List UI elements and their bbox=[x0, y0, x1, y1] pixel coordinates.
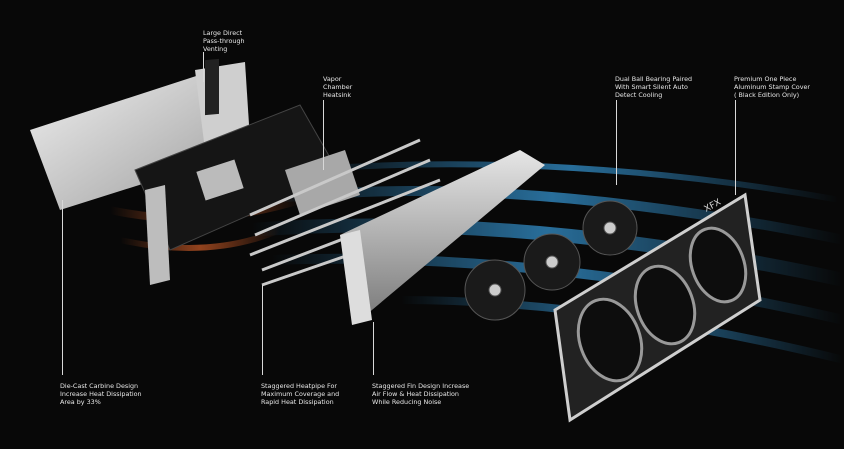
fin-stack bbox=[340, 150, 545, 320]
backplate bbox=[30, 65, 250, 210]
callout-line-venting bbox=[203, 52, 204, 82]
callout-line-heatpipe bbox=[262, 285, 263, 375]
callout-venting: Large Direct Pass-through Venting bbox=[203, 29, 245, 53]
callout-cover: Premium One Piece Aluminum Stamp Cover (… bbox=[734, 75, 811, 99]
callout-line-cover bbox=[735, 100, 736, 195]
callout-line-fans bbox=[616, 100, 617, 185]
fans bbox=[464, 200, 638, 321]
shroud-openings bbox=[576, 226, 748, 383]
io-bracket bbox=[145, 185, 170, 285]
callout-fans: Dual Ball Bearing Paired With Smart Sile… bbox=[615, 75, 693, 99]
callout-vapor-chamber: Vapor Chamber Heatsink bbox=[323, 75, 353, 99]
callout-line-backplate bbox=[62, 200, 63, 375]
callout-fin: Staggered Fin Design Increase Air Flow &… bbox=[372, 382, 470, 406]
callout-line-fin bbox=[373, 322, 374, 375]
callout-backplate: Die-Cast Carbine Design Increase Heat Di… bbox=[60, 382, 142, 406]
callout-heatpipe: Staggered Heatpipe For Maximum Coverage … bbox=[261, 382, 340, 406]
callout-line-vapor bbox=[323, 100, 324, 170]
